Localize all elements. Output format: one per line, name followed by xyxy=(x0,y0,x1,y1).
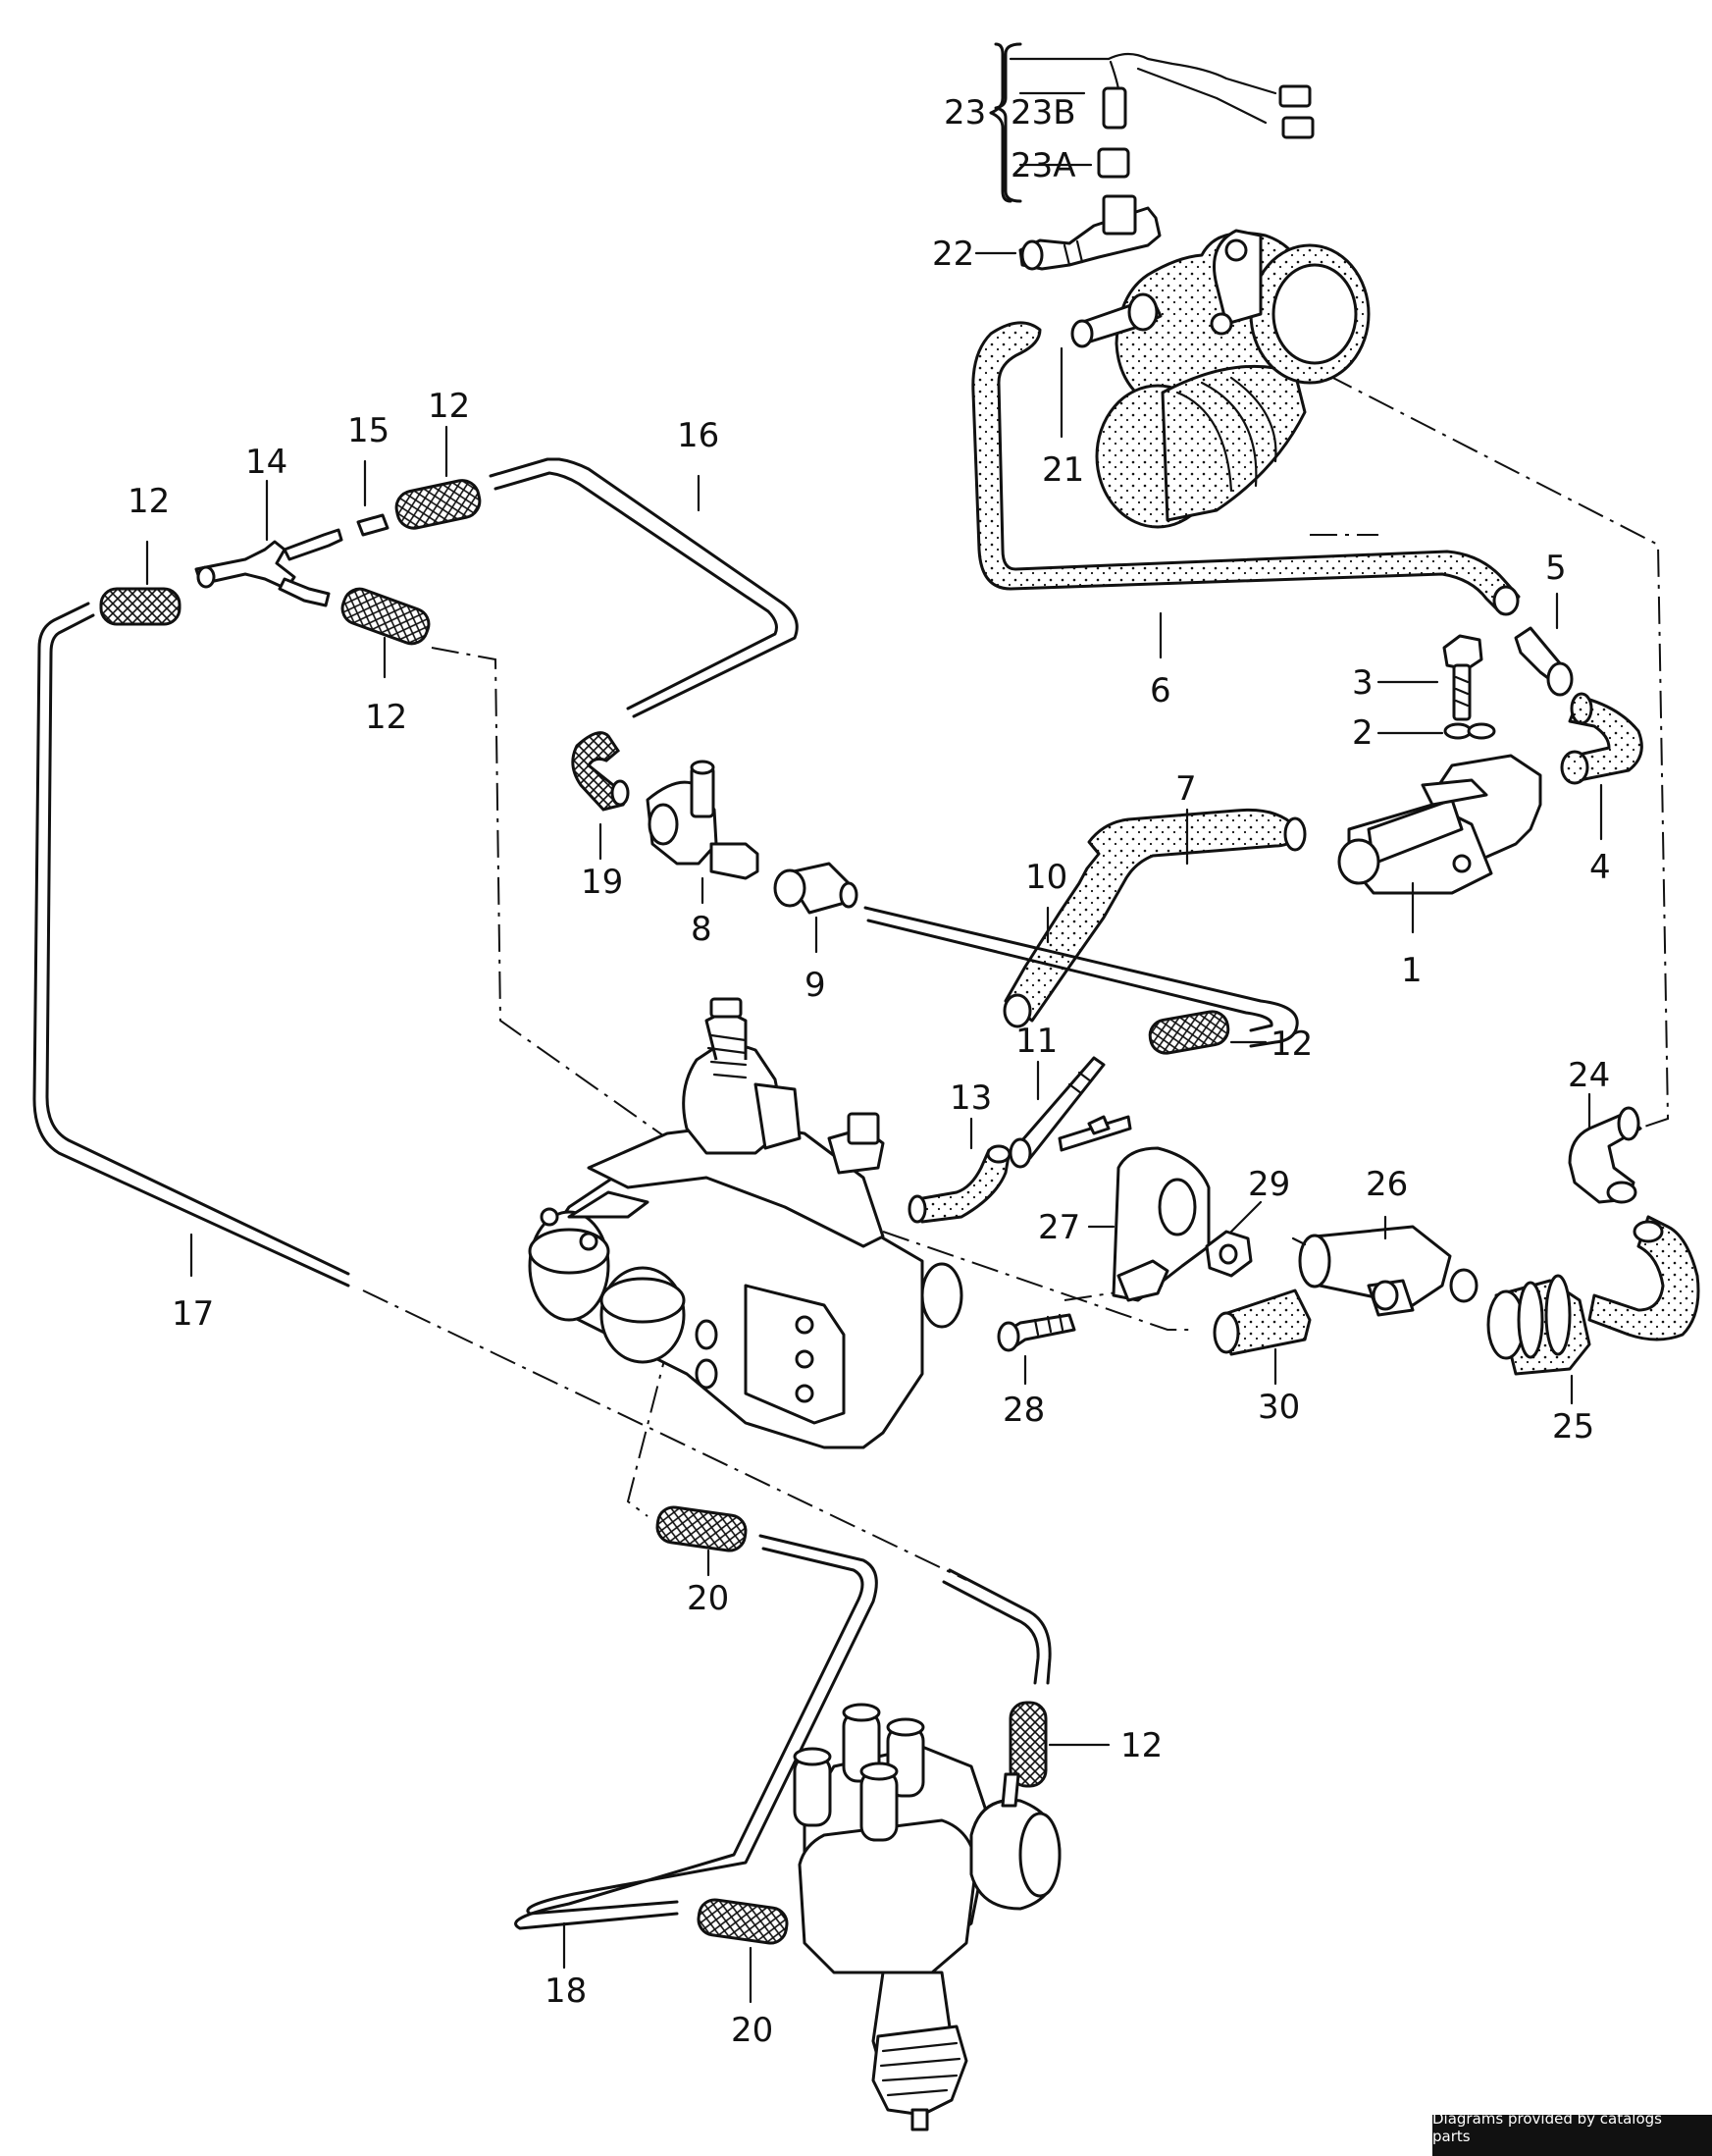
sleeve-9 xyxy=(773,862,858,915)
pipe-16 xyxy=(489,457,799,718)
hose-24 xyxy=(1568,1106,1700,1341)
throttle-body xyxy=(528,997,963,1449)
hose-13 xyxy=(908,1144,1012,1224)
bolt-3 xyxy=(1442,634,1483,721)
callout-25: 25 xyxy=(1552,1407,1594,1446)
callout-23b: 23B xyxy=(1011,93,1076,132)
wiring-harness-23 xyxy=(989,42,1315,203)
washer-2 xyxy=(1443,722,1496,740)
pipe-18 xyxy=(514,1534,1052,1930)
sleeve-15 xyxy=(356,513,389,537)
callout-24: 24 xyxy=(1568,1056,1610,1095)
intake-boot xyxy=(1095,229,1371,529)
callout-19: 19 xyxy=(581,863,623,902)
callout-labels: 23 23B 23A 22 21 6 5 3 2 4 1 7 8 9 10 11… xyxy=(128,93,1611,2050)
callout-17: 17 xyxy=(172,1294,214,1334)
distributor xyxy=(793,1703,1062,2131)
callout-20-bottom: 20 xyxy=(731,2011,773,2050)
callout-29: 29 xyxy=(1248,1165,1290,1204)
group-brace-23 xyxy=(994,42,1022,203)
callout-11: 11 xyxy=(1015,1022,1058,1061)
valve-body-1 xyxy=(1337,754,1542,895)
callout-27: 27 xyxy=(1038,1208,1080,1247)
bolt-28 xyxy=(997,1313,1076,1352)
callout-2: 2 xyxy=(1352,713,1374,753)
callout-8: 8 xyxy=(691,910,712,949)
callout-4: 4 xyxy=(1589,848,1611,887)
callout-1: 1 xyxy=(1401,951,1423,990)
bracket-27 xyxy=(1112,1146,1211,1302)
credit-text: Diagrams provided by catalogs parts xyxy=(1432,2110,1662,2145)
credit-banner: Diagrams provided by catalogs parts xyxy=(1432,2110,1712,2156)
hose-6 xyxy=(971,321,1521,616)
callout-16: 16 xyxy=(677,416,719,455)
callout-7: 7 xyxy=(1175,769,1197,809)
nipple-21 xyxy=(1070,292,1163,348)
valve-8 xyxy=(646,760,759,880)
callout-13: 13 xyxy=(950,1078,992,1118)
callout-23a: 23A xyxy=(1011,146,1076,185)
callout-15: 15 xyxy=(347,411,389,450)
pipe-10 xyxy=(863,906,1299,1048)
leader-lines xyxy=(145,91,1603,2004)
callout-6: 6 xyxy=(1150,671,1171,710)
callout-12-mid: 12 xyxy=(365,698,407,737)
callout-28: 28 xyxy=(1003,1391,1045,1430)
valve-26 xyxy=(1291,1225,1479,1317)
callout-20-top: 20 xyxy=(687,1579,729,1618)
callout-12-topleft: 12 xyxy=(128,482,170,521)
callout-12-bottom: 12 xyxy=(1120,1726,1163,1765)
callout-12-right: 12 xyxy=(1271,1025,1313,1064)
callout-23: 23 xyxy=(944,93,986,132)
callout-22: 22 xyxy=(932,235,974,274)
pipe-11 xyxy=(1009,1056,1132,1169)
callout-18: 18 xyxy=(545,1972,587,2011)
callout-3: 3 xyxy=(1352,663,1374,703)
callout-21: 21 xyxy=(1042,450,1084,490)
sensor-22 xyxy=(1018,194,1162,271)
hose-7 xyxy=(1003,808,1307,1028)
callout-9: 9 xyxy=(804,966,826,1005)
sleeves-20 xyxy=(655,1505,789,1945)
tee-14 xyxy=(194,528,343,607)
callout-26: 26 xyxy=(1366,1165,1408,1204)
nut-29 xyxy=(1205,1230,1253,1278)
callout-12-top: 12 xyxy=(428,387,470,426)
callout-14: 14 xyxy=(245,443,287,482)
callout-5: 5 xyxy=(1545,549,1567,588)
bellows-25 xyxy=(1486,1274,1591,1376)
hose-19 xyxy=(571,731,630,812)
hose-4 xyxy=(1560,692,1643,785)
valve-5 xyxy=(1514,626,1574,697)
callout-10: 10 xyxy=(1025,858,1067,897)
sleeve-30 xyxy=(1213,1288,1312,1356)
pipe-17 xyxy=(32,602,350,1288)
sleeves-12 xyxy=(99,479,1230,1788)
callout-30: 30 xyxy=(1258,1388,1300,1427)
